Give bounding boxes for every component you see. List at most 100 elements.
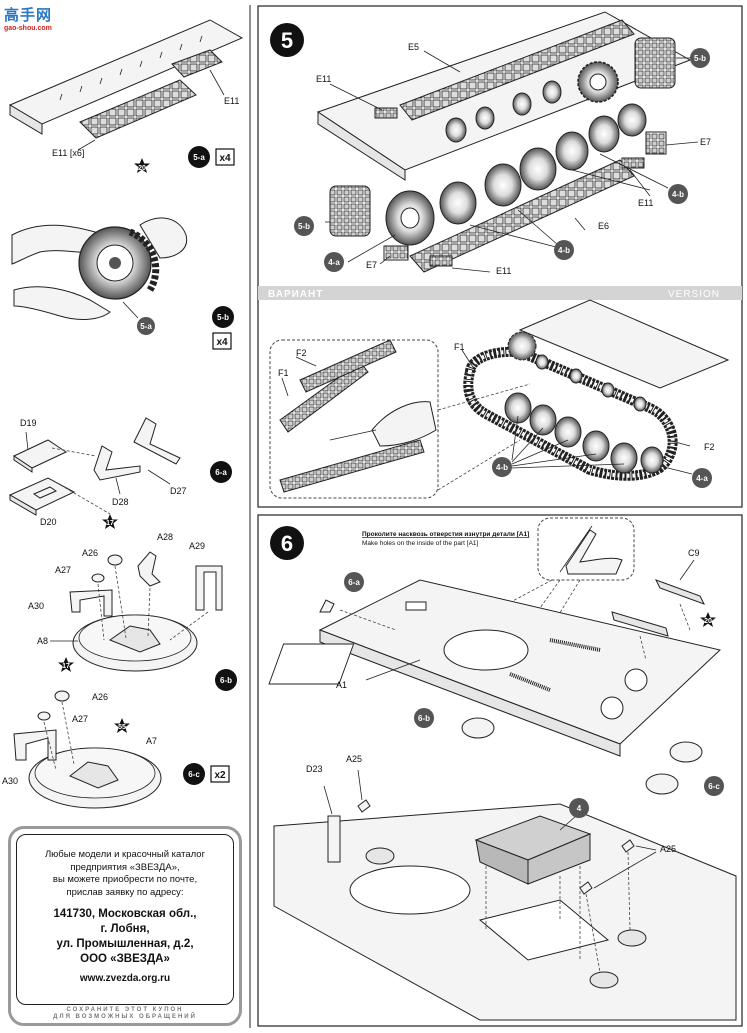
step-5b-badge: 5-b xyxy=(212,306,234,328)
svg-text:4: 4 xyxy=(577,804,582,813)
paint-code-17a: 17 xyxy=(106,520,114,527)
track-jig-drawing xyxy=(8,19,244,139)
coupon-intro-1: Любые модели и красочный каталог xyxy=(44,849,206,860)
step-5-number: 5 xyxy=(270,23,304,57)
svg-text:6-a: 6-a xyxy=(348,578,360,587)
variant-label-ru: ВАРИАНТ xyxy=(268,289,323,300)
watermark-title: 高手网 xyxy=(4,7,53,24)
label-d28: D28 xyxy=(112,497,129,507)
coupon-content: Любые модели и красочный каталог предпри… xyxy=(16,834,234,1005)
label-f2b: F2 xyxy=(704,442,715,452)
svg-text:6-a: 6-a xyxy=(215,468,227,477)
label-e11c: E11 xyxy=(496,266,511,276)
ref-5b-top-badge: 5-b xyxy=(690,48,710,68)
svg-text:5-b: 5-b xyxy=(217,313,229,322)
svg-text:4-b: 4-b xyxy=(672,190,684,199)
label-e6: E6 xyxy=(598,221,609,231)
coupon-footer-2: ДЛЯ ВОЗМОЖНЫХ ОБРАЩЕНИЙ xyxy=(53,1014,197,1020)
label-a7: A7 xyxy=(146,736,157,746)
coupon-footer-1: СОХРАНИТЕ ЭТОТ КУПОН xyxy=(66,1007,184,1013)
label-a30b: A30 xyxy=(2,776,18,786)
label-d20: D20 xyxy=(40,517,57,527)
svg-text:x4: x4 xyxy=(216,337,228,348)
coupon-address-3: ул. Промышленная, д.2, xyxy=(56,938,194,950)
svg-text:6-b: 6-b xyxy=(220,676,232,685)
step-6a-parts-drawing xyxy=(8,417,181,516)
label-d23: D23 xyxy=(306,764,323,774)
label-e11b: E11 xyxy=(638,198,653,208)
label-f2a: F2 xyxy=(296,348,307,358)
step-6-upper-drawing xyxy=(268,517,722,795)
multiplier-x2: x2 xyxy=(210,765,230,783)
label-e5: E5 xyxy=(408,42,419,52)
step-6-lower-drawing xyxy=(273,769,737,1021)
ref-6b-badge: 6-b xyxy=(414,708,434,728)
svg-text:5-b: 5-b xyxy=(298,222,310,231)
svg-text:5-a: 5-a xyxy=(193,153,205,162)
label-c9: C9 xyxy=(688,548,700,558)
variant-label-en: VERSION xyxy=(668,289,720,300)
coupon-url: www.zvezda.org.ru xyxy=(79,973,171,984)
coupon-intro-4: прислав заявку по адресу: xyxy=(66,886,184,898)
paint-code-20: 20 xyxy=(138,165,146,172)
coupon-footer: СОХРАНИТЕ ЭТОТ КУПОН ДЛЯ ВОЗМОЖНЫХ ОБРАЩ… xyxy=(11,1007,239,1021)
sub-assembly-4-badge: 4 xyxy=(569,798,589,818)
svg-text:4-a: 4-a xyxy=(696,474,708,483)
ref-4a-badge: 4-a xyxy=(324,252,344,272)
svg-text:5-b: 5-b xyxy=(694,54,706,63)
hole-note-en: Make holes on the inside of the part [A1… xyxy=(362,540,479,547)
label-e11-x6: E11 [x6] xyxy=(52,148,84,158)
ref-4b-c-badge: 4-b xyxy=(492,457,512,477)
label-a8: A8 xyxy=(37,636,48,646)
label-a27: A27 xyxy=(55,565,71,575)
ref-5a-badge: 5-a xyxy=(137,317,155,335)
svg-text:x2: x2 xyxy=(214,770,226,781)
coupon-address-4: ООО «ЗВЕЗДА» xyxy=(80,953,170,965)
label-a1: A1 xyxy=(336,680,347,690)
label-d19: D19 xyxy=(20,418,37,428)
label-e11: E11 xyxy=(224,96,239,106)
label-a25a: A25 xyxy=(346,754,362,764)
step-6b-parts-drawing xyxy=(69,551,223,672)
svg-text:5: 5 xyxy=(281,28,293,53)
ref-4a-b-badge: 4-a xyxy=(692,468,712,488)
step-6b-badge: 6-b xyxy=(215,669,237,691)
variant-drawing xyxy=(269,299,730,499)
label-e7b: E7 xyxy=(366,260,377,270)
svg-text:6-c: 6-c xyxy=(708,782,720,791)
step-5a-badge: 5-a xyxy=(188,146,210,168)
label-e11a: E11 xyxy=(316,74,331,84)
label-a26: A26 xyxy=(82,548,98,558)
coupon-intro-2: предприятия «ЗВЕЗДА», xyxy=(70,861,180,873)
label-a27b: A27 xyxy=(72,714,88,724)
label-e7a: E7 xyxy=(700,137,711,147)
ref-4b-b-badge: 4-b xyxy=(554,240,574,260)
label-f1b: F1 xyxy=(454,342,465,352)
svg-text:4-b: 4-b xyxy=(558,246,570,255)
svg-text:5-a: 5-a xyxy=(140,322,152,331)
multiplier-x4-a: x4 xyxy=(215,148,235,166)
watermark: 高手网 gao-shou.com xyxy=(4,4,52,32)
label-d27: D27 xyxy=(170,486,187,496)
hands-wheel-drawing xyxy=(11,217,188,320)
ref-4b-a-badge: 4-b xyxy=(668,184,688,204)
multiplier-x4-b: x4 xyxy=(212,332,232,350)
ref-6a-badge: 6-a xyxy=(344,572,364,592)
label-a25b: A25 xyxy=(660,844,676,854)
step-6-number: 6 xyxy=(270,526,304,560)
svg-text:6: 6 xyxy=(281,531,293,556)
svg-text:6-b: 6-b xyxy=(418,714,430,723)
step-6a-badge: 6-a xyxy=(210,461,232,483)
step-6c-parts-drawing xyxy=(13,690,162,809)
label-f1a: F1 xyxy=(278,368,289,378)
paint-code-55: 55 xyxy=(118,724,126,731)
watermark-site: gao-shou.com xyxy=(4,25,52,32)
order-coupon: Любые модели и красочный каталог предпри… xyxy=(8,826,242,1026)
svg-text:4-a: 4-a xyxy=(328,258,340,267)
paint-code-17b: 17 xyxy=(62,663,70,670)
hole-note-ru: Проколите насквозь отверстия изнутри дет… xyxy=(362,531,529,538)
svg-text:4-b: 4-b xyxy=(496,463,508,472)
coupon-address-2: г. Лобня, xyxy=(100,923,150,935)
coupon-intro-3: вы можете приобрести по почте, xyxy=(52,874,198,885)
